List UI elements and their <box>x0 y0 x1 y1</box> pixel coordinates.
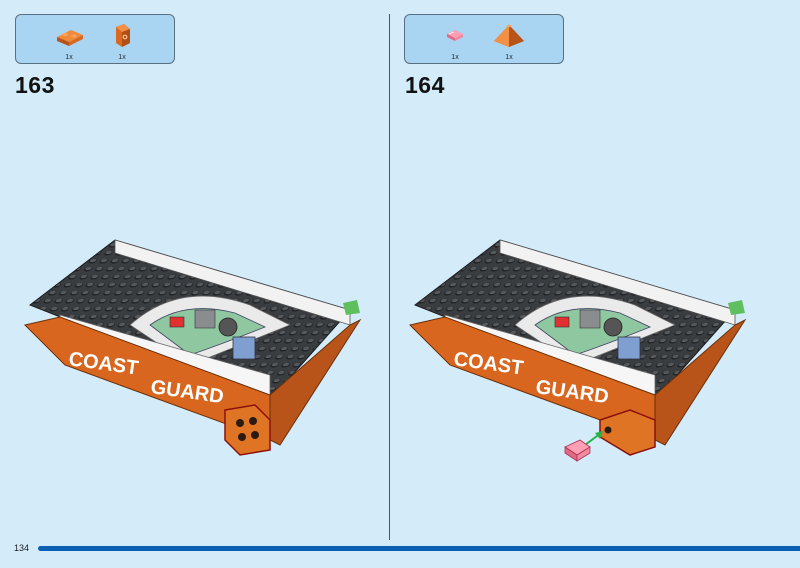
page-divider <box>389 14 390 540</box>
page-progress-bar <box>38 546 800 551</box>
parts-callout-164: 1x 1x <box>404 14 564 64</box>
part-164-2: 1x <box>491 19 527 63</box>
trans-red-tile-icon <box>447 30 463 41</box>
page-number: 134 <box>14 543 30 553</box>
part-164-1: 1x <box>437 19 473 63</box>
orange-wedge-slope-icon <box>494 24 524 47</box>
orange-plate-1x2-icon <box>57 30 83 46</box>
part-163-2: 1x <box>104 19 140 63</box>
part-quantity: 1x <box>65 54 73 61</box>
part-163-1: 1x <box>51 19 87 63</box>
step-number-164: 164 <box>405 72 445 98</box>
boat-illustration-163: COAST GUARD <box>20 225 375 470</box>
parts-callout-163: 1x 1x <box>15 14 175 64</box>
coast-guard-boat-model: COAST GUARD <box>24 239 362 456</box>
part-quantity: 1x <box>118 54 126 61</box>
boat-illustration-164: COAST GUARD <box>405 225 760 470</box>
coast-guard-boat-model: COAST GUARD <box>409 239 747 462</box>
step-number-163: 163 <box>15 72 55 98</box>
part-quantity: 1x <box>505 54 513 61</box>
orange-slope-brick-icon <box>116 24 130 47</box>
part-quantity: 1x <box>451 54 459 61</box>
